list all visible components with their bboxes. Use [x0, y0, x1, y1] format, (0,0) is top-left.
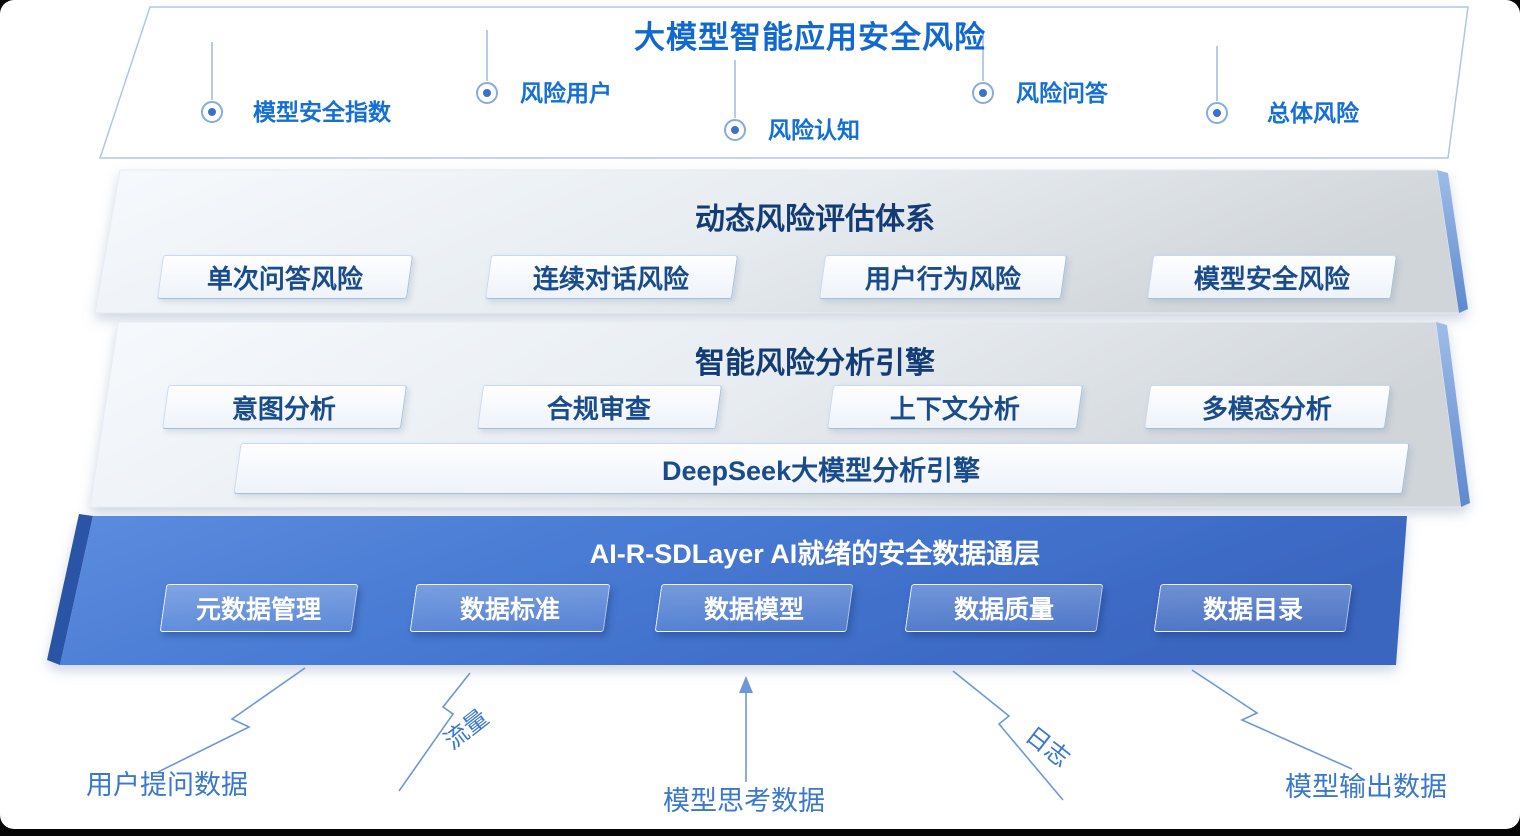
indicator-label-model-safety-index: 模型安全指数 [253, 99, 391, 125]
analysis-box-compliance: 合规审查 [476, 385, 723, 429]
data-box-model: 数据模型 [654, 584, 854, 632]
risk-box-continuous-dialog: 连续对话风险 [484, 255, 739, 299]
indicator-label-overall-risk: 总体风险 [1267, 100, 1359, 126]
data-box-label: 元数据管理 [196, 596, 322, 624]
risk-assessment-slab [94, 169, 1468, 314]
analysis-box-label: 多模态分析 [1202, 393, 1333, 424]
connector-model-output [1191, 669, 1353, 770]
indicator-label-risk-user: 风险用户 [520, 80, 612, 106]
arrow-up-icon [739, 676, 753, 693]
indicator-marker-risk-qa [972, 30, 994, 104]
analysis-box-multimodal: 多模态分析 [1143, 385, 1392, 429]
data-box-metadata: 元数据管理 [159, 584, 359, 632]
analysis-box-label: 意图分析 [232, 393, 337, 424]
analysis-box-label: 合规审查 [547, 393, 652, 424]
analysis-engine-title: 智能风险分析引擎 [695, 347, 935, 380]
source-connectors [157, 667, 1353, 801]
risk-box-label: 单次问答风险 [206, 263, 363, 294]
risk-assessment-title: 动态风险评估体系 [695, 203, 935, 236]
risk-box-label: 模型安全风险 [1193, 263, 1350, 294]
data-box-label: 数据标准 [459, 596, 560, 624]
risk-box-model-safety: 模型安全风险 [1146, 255, 1398, 299]
data-box-quality: 数据质量 [904, 584, 1104, 632]
connector-user-question [157, 667, 306, 773]
top-frame-outline [98, 6, 1469, 159]
indicator-dot-icon [1213, 109, 1221, 117]
source-label-model-thinking: 模型思考数据 [663, 786, 825, 816]
analysis-box-label: 上下文分析 [889, 393, 1020, 424]
indicator-dot-icon [208, 108, 216, 116]
risk-box-label: 连续对话风险 [533, 263, 690, 294]
data-box-catalog: 数据目录 [1153, 584, 1353, 632]
deepseek-engine-bar: DeepSeek大模型分析引擎 [233, 443, 1410, 494]
indicator-dot-icon [483, 89, 491, 97]
indicator-marker-model-safety-index [201, 42, 223, 123]
security-data-slab [47, 514, 1407, 665]
risk-box-user-behavior: 用户行为风险 [818, 255, 1068, 299]
diagram-title: 大模型智能应用安全风险 [634, 20, 986, 55]
analysis-box-context: 上下文分析 [826, 385, 1084, 429]
indicator-marker-risk-cognition [724, 60, 746, 141]
data-box-standard: 数据标准 [409, 584, 611, 632]
connector-traffic [398, 672, 471, 792]
source-label-model-output: 模型输出数据 [1285, 772, 1447, 802]
indicator-marker-risk-user [476, 30, 498, 104]
data-box-label: 数据目录 [1202, 596, 1303, 624]
indicator-label-risk-qa: 风险问答 [1016, 80, 1108, 106]
indicator-label-risk-cognition: 风险认知 [768, 117, 860, 143]
indicator-dot-icon [979, 89, 987, 97]
source-label-user-question: 用户提问数据 [86, 770, 248, 800]
data-box-label: 数据质量 [953, 596, 1054, 624]
connector-log [952, 670, 1064, 801]
data-layer-title: AI-R-SDLayer AI就绪的安全数据通层 [589, 539, 1041, 569]
indicator-marker-overall-risk [1206, 46, 1228, 124]
analysis-box-intent: 意图分析 [161, 385, 408, 429]
indicator-dot-icon [731, 126, 739, 134]
deepseek-engine-label: DeepSeek大模型分析引擎 [662, 456, 981, 486]
data-box-label: 数据模型 [703, 596, 804, 624]
risk-box-label: 用户行为风险 [864, 263, 1021, 294]
risk-box-single-qa: 单次问答风险 [156, 255, 414, 299]
